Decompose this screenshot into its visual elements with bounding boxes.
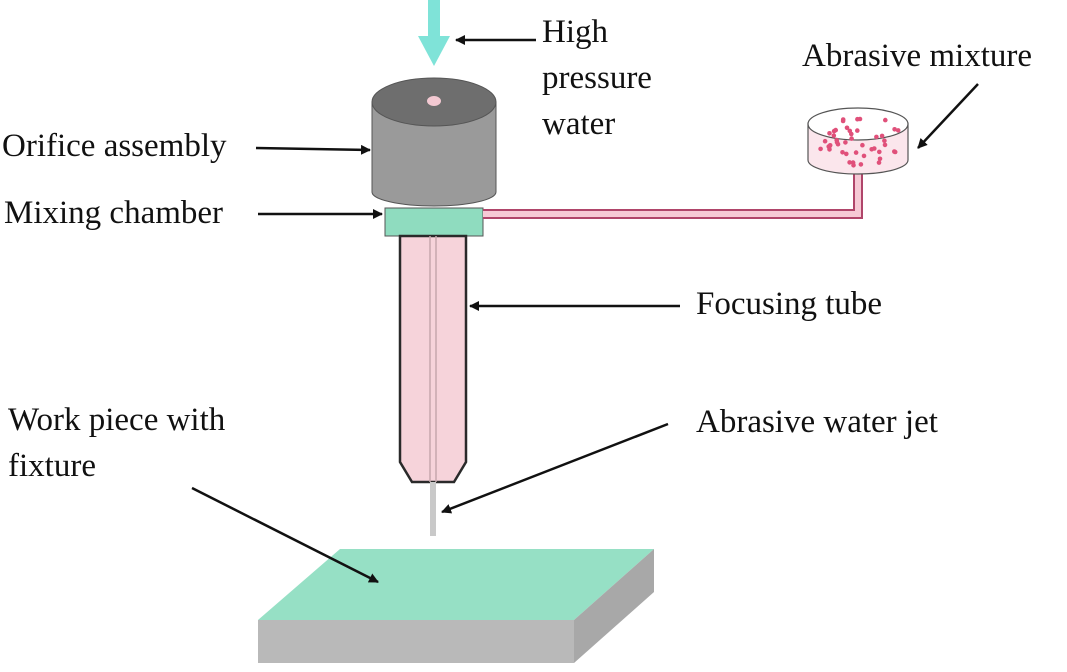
- leader-abrasive-water-jet: [441, 422, 669, 514]
- leader-work-piece: [191, 486, 379, 584]
- abrasive-particle: [827, 131, 832, 136]
- abrasive-particle: [883, 117, 888, 123]
- leader-orifice-assembly: [255, 144, 371, 155]
- leader-abrasive-mixture: [917, 83, 979, 149]
- abrasive-particle: [855, 128, 860, 133]
- label-orifice-assembly: Orifice assembly: [2, 128, 227, 164]
- abrasive-particle: [831, 133, 837, 138]
- label-high-pressure-water-line2: pressure: [542, 60, 652, 96]
- abrasive-particle: [892, 149, 898, 155]
- abrasive-particle: [860, 142, 865, 148]
- abrasive-particle: [818, 146, 823, 152]
- label-abrasive-mixture: Abrasive mixture: [802, 38, 1033, 74]
- label-mixing-chamber: Mixing chamber: [4, 195, 224, 231]
- abrasive-particle: [840, 150, 845, 155]
- abrasive-particle: [853, 150, 859, 155]
- water-jet-stream: [430, 482, 436, 536]
- abrasive-particle: [847, 160, 852, 165]
- abrasive-particle: [851, 163, 856, 168]
- water-inlet-arrow: [418, 0, 450, 66]
- abrasive-particle: [874, 134, 879, 140]
- label-high-pressure-water-line3: water: [542, 106, 616, 142]
- abrasive-particle: [855, 116, 860, 122]
- work-piece: [258, 549, 654, 663]
- abrasive-particle: [879, 133, 885, 139]
- abrasive-particle: [869, 147, 874, 152]
- abrasive-particle: [827, 143, 833, 148]
- abrasive-particle: [858, 162, 864, 167]
- abrasive-particle: [892, 127, 897, 132]
- label-high-pressure-water-line1: High: [542, 14, 608, 50]
- abrasive-particle: [882, 142, 888, 148]
- abrasive-particle: [847, 128, 853, 134]
- abrasive-particle: [844, 125, 850, 131]
- abrasive-particle: [861, 153, 867, 159]
- orifice-assembly: [371, 77, 497, 207]
- abrasive-particle: [882, 138, 887, 143]
- abrasive-particle: [877, 149, 882, 155]
- abrasive-particle: [895, 128, 901, 133]
- abrasive-particle: [822, 138, 828, 144]
- label-abrasive-water-jet: Abrasive water jet: [696, 404, 938, 440]
- abrasive-particle: [849, 136, 854, 141]
- focusing-tube: [398, 234, 468, 484]
- label-focusing-tube: Focusing tube: [696, 286, 883, 322]
- label-work-piece-line1: Work piece with: [8, 402, 226, 438]
- abrasive-particles: [818, 116, 901, 168]
- abrasive-particle: [876, 160, 882, 165]
- leader-arrows: [191, 35, 979, 584]
- mixing-chamber: [384, 207, 484, 237]
- abrasive-hopper: [807, 107, 909, 175]
- label-work-piece-line2: fixture: [8, 448, 96, 484]
- abrasive-particle: [834, 140, 840, 145]
- abrasive-particle: [844, 151, 849, 157]
- abrasive-particle: [843, 140, 848, 145]
- abrasive-particle: [877, 156, 883, 162]
- abrasive-feed-line: [483, 174, 863, 219]
- abrasive-particle: [833, 127, 838, 133]
- abrasive-particle: [840, 117, 846, 122]
